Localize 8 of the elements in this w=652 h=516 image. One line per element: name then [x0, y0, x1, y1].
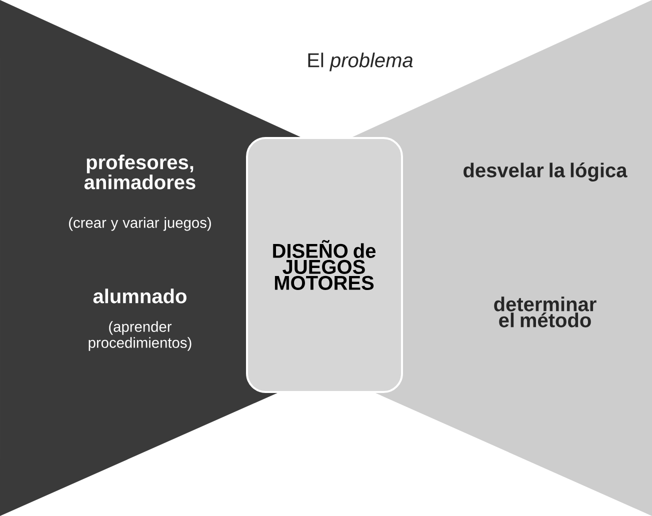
role-label: profesores, animadores	[84, 154, 196, 190]
note-text: (aprender procedimientos)	[88, 321, 192, 351]
role-label: determinar el método	[494, 296, 596, 328]
note-text: (crear y variar juegos)	[69, 217, 211, 231]
role-label: desvelar la lógica	[464, 162, 628, 182]
role-label: alumnado	[93, 288, 186, 304]
title: El problema	[308, 52, 413, 72]
center-box: DISEÑO de JUEGOS MOTORES	[246, 137, 403, 393]
